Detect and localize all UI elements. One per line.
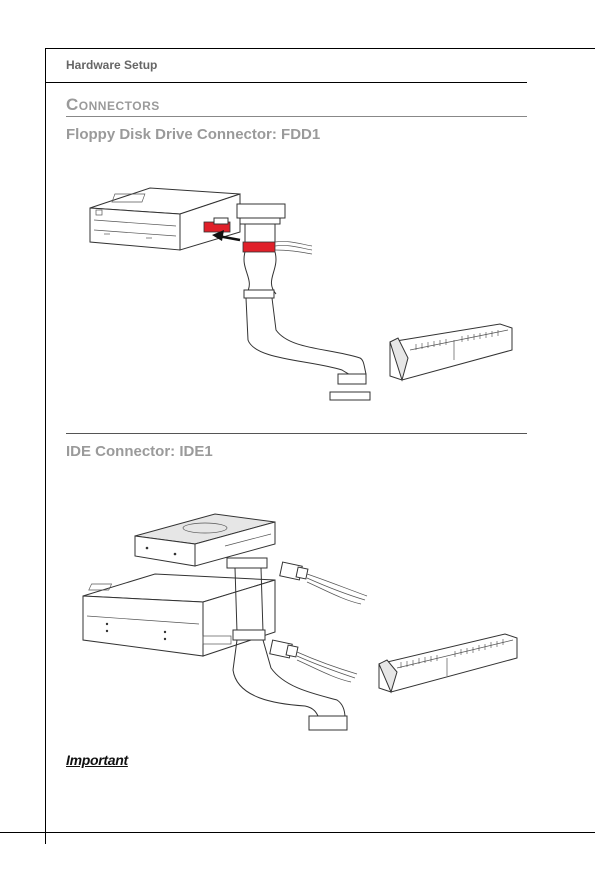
fdd-header-icon [389, 323, 513, 382]
ide-ribbon-cable-icon [226, 557, 348, 731]
top-rule [45, 48, 595, 49]
optical-drive-icon [82, 573, 276, 657]
ribbon-cable-icon [236, 203, 371, 401]
page-header-title: Hardware Setup [66, 58, 158, 72]
section-title-rest: ONNECTORS [78, 99, 160, 113]
floppy-drive-icon [89, 187, 241, 251]
ide-drive-cable-diagram [82, 513, 518, 731]
important-label: Important [66, 752, 128, 768]
left-margin-rule [45, 48, 46, 844]
floppy-drive-cable-diagram [89, 187, 513, 401]
fdd-title: Floppy Disk Drive Connector: FDD1 [66, 126, 321, 143]
section-title-cap: C [66, 95, 79, 114]
section-rule [66, 116, 527, 117]
bottom-rule [0, 832, 595, 833]
power-connector-icon [269, 561, 368, 683]
cable-connector-red [242, 241, 276, 253]
section-divider [66, 433, 527, 434]
section-title: CONNECTORS [66, 95, 160, 115]
hard-drive-icon [134, 513, 276, 567]
header-rule [45, 82, 527, 83]
insert-arrow-icon [212, 230, 241, 242]
ide-title: IDE Connector: IDE1 [66, 443, 213, 460]
ide-header-icon [378, 633, 518, 694]
